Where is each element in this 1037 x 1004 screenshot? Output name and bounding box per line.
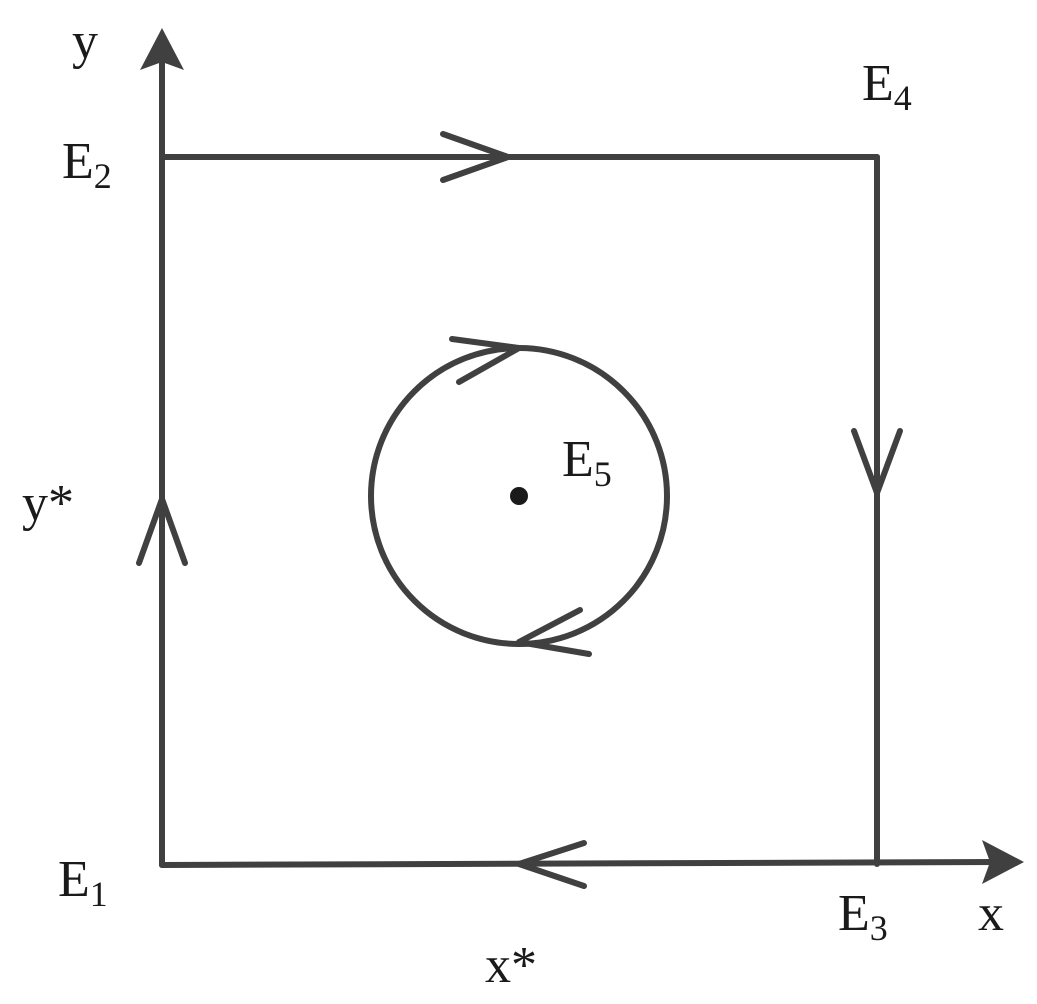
- label-e3: E3: [838, 885, 888, 948]
- flow-arrow-left: [136, 496, 188, 566]
- flow-arrow-bottom: [516, 840, 587, 889]
- x-axis: [159, 859, 1003, 868]
- x-axis-arrowhead: [982, 840, 1024, 884]
- y-star-label: y*: [22, 475, 74, 532]
- orbit-arrow-top: [449, 336, 522, 385]
- flow-arrow-top: [440, 131, 511, 183]
- equilibrium-point-e5: [510, 487, 528, 505]
- label-e4: E4: [862, 55, 912, 118]
- x-star-label: x*: [485, 937, 537, 994]
- y-axis-label: y: [72, 13, 98, 70]
- label-e5: E5: [562, 431, 612, 494]
- y-axis-arrowhead: [140, 28, 184, 70]
- x-axis-label: x: [978, 885, 1004, 942]
- label-e2: E2: [62, 133, 112, 196]
- flow-arrow-right: [851, 428, 903, 496]
- label-e1: E1: [58, 851, 108, 914]
- orbit-arrow-bottom: [516, 607, 592, 657]
